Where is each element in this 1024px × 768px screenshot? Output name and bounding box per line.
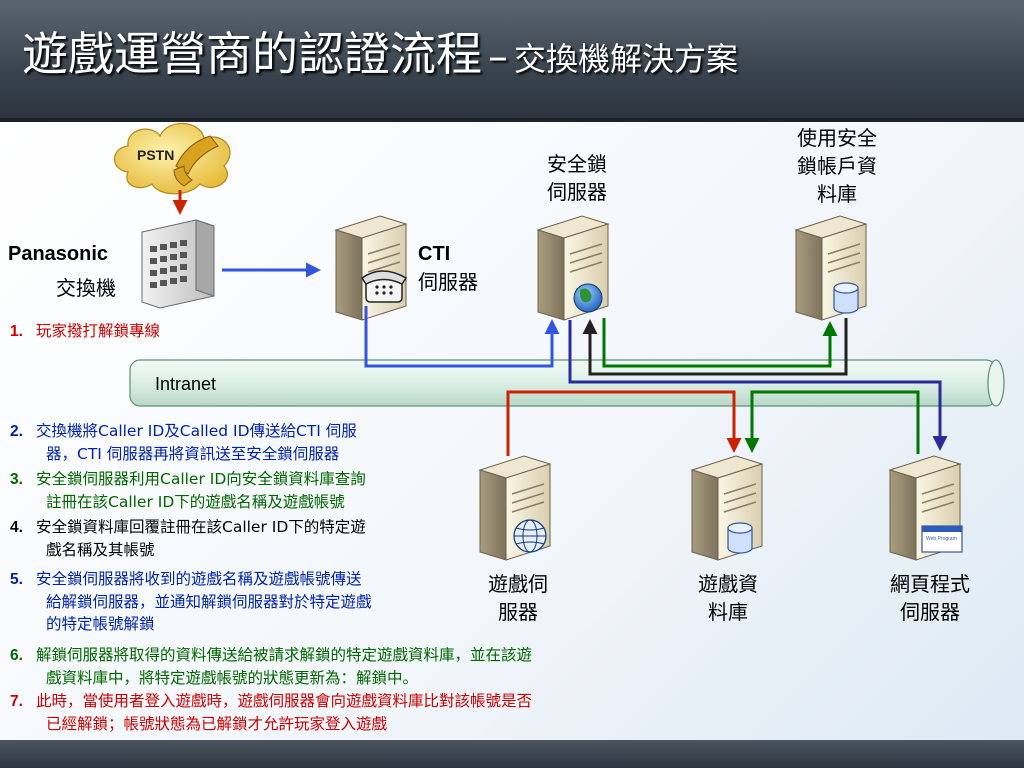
- flow-step: 6. 解鎖伺服器將取得的資料傳送給被請求解鎖的特定遊戲資料庫，並在該遊戲資料庫中，…: [10, 644, 532, 689]
- step-text-line: 解鎖伺服器將取得的資料傳送給被請求解鎖的特定遊戲資料庫，並在該遊: [36, 646, 533, 664]
- slide-title: 遊戲運營商的認證流程–交換機解決方案: [22, 18, 738, 84]
- arrow-lock-server-to-lock-db: [602, 318, 838, 368]
- step-text-line: 玩家撥打解鎖專線: [36, 322, 161, 340]
- step-text-line: 器，CTI 伺服器再將資訊送至安全鎖伺服器: [46, 445, 340, 463]
- step-text-line: 安全鎖伺服器將收到的遊戲名稱及遊戲帳號傳送: [36, 570, 362, 588]
- arrow-game-server-to-game-db: [506, 390, 742, 456]
- flow-step: 4. 安全鎖資料庫回覆註冊在該Caller ID下的特定遊戲名稱及其帳號: [10, 516, 366, 561]
- title-main: 遊戲運營商的認證流程: [22, 27, 482, 81]
- step-number: 7.: [10, 693, 23, 710]
- pbx-switch-icon: [141, 219, 215, 309]
- step-number: 4.: [10, 519, 23, 536]
- game-server-label-2: 服器: [498, 600, 538, 624]
- title-sub: 交換機解決方案: [514, 40, 739, 78]
- flow-step: 2. 交換機將Caller ID及Called ID傳送給CTI 伺服器，CTI …: [10, 420, 357, 465]
- cti-label-sub: 伺服器: [418, 270, 478, 294]
- pbx-label-name: 交換機: [56, 276, 116, 300]
- title-dash: –: [488, 34, 508, 80]
- pstn-label: PSTN: [137, 147, 174, 163]
- arrow-lock-db-to-lock-server: [582, 318, 848, 376]
- slide-footer: [0, 740, 1024, 768]
- web-server-label-2: 伺服器: [900, 600, 960, 624]
- game-db-label-1: 遊戲資: [698, 572, 758, 596]
- arrow-lock-server-to-web-server: [568, 320, 948, 451]
- step-text-line: 戲資料庫中，將特定遊戲帳號的狀態更新為：解鎖中。: [46, 669, 419, 687]
- database-cylinder-icon: [833, 282, 859, 314]
- step-text-line: 安全鎖資料庫回覆註冊在該Caller ID下的特定遊: [36, 518, 366, 536]
- lock-db-label-1: 使用安全: [797, 126, 877, 150]
- step-text-line: 的特定帳號解鎖: [46, 615, 155, 633]
- flow-step: 5. 安全鎖伺服器將收到的遊戲名稱及遊戲帳號傳送給解鎖伺服器，並通知解鎖伺服器對於…: [10, 568, 372, 635]
- step-number: 3.: [10, 471, 23, 488]
- pbx-label-brand: Panasonic: [8, 243, 109, 265]
- web-server-label-1: 網頁程式: [890, 572, 970, 596]
- step-number: 6.: [10, 647, 23, 664]
- flow-step: 1. 玩家撥打解鎖專線: [10, 320, 160, 343]
- step-text-line: 戲名稱及其帳號: [46, 541, 155, 559]
- header-rule: [0, 118, 1024, 122]
- arrow-web-server-to-game-db: [744, 390, 920, 454]
- telephone-icon: [360, 270, 408, 303]
- flow-step: 3. 安全鎖伺服器利用Caller ID向安全鎖資料庫查詢註冊在該Caller I…: [10, 468, 366, 513]
- arrow-cti-to-lock-server: [364, 306, 560, 368]
- step-text-line: 給解鎖伺服器，並通知解鎖伺服器對於特定遊戲: [46, 593, 372, 611]
- intranet-pipe: [129, 359, 1005, 407]
- lock-server-icon: [536, 215, 610, 321]
- step-text-line: 已經解鎖；帳號狀態為已解鎖才允許玩家登入遊戲: [46, 715, 388, 733]
- step-number: 1.: [10, 323, 23, 340]
- game-server-label-1: 遊戲伺: [488, 572, 548, 596]
- pstn-cloud-icon: [113, 122, 231, 195]
- step-text-line: 安全鎖伺服器利用Caller ID向安全鎖資料庫查詢: [36, 470, 366, 488]
- web-program-badge: Web Program: [926, 536, 957, 542]
- intranet-label: Intranet: [155, 374, 217, 394]
- step-number: 2.: [10, 423, 23, 440]
- step-text-line: 此時，當使用者登入遊戲時，遊戲伺服器會向遊戲資料庫比對該帳號是否: [36, 692, 533, 710]
- game-globe-icon: [513, 519, 547, 553]
- cti-server-icon: [334, 215, 408, 321]
- lock-server-label-2: 伺服器: [547, 180, 607, 204]
- flow-step: 7. 此時，當使用者登入遊戲時，遊戲伺服器會向遊戲資料庫比對該帳號是否已經解鎖；帳…: [10, 690, 532, 735]
- game-database-cylinder-icon: [727, 522, 753, 554]
- step-text-line: 註冊在該Caller ID下的遊戲名稱及遊戲帳號: [46, 493, 345, 511]
- game-db-label-2: 料庫: [708, 600, 748, 624]
- globe-icon: [573, 283, 603, 313]
- cti-label-name: CTI: [418, 243, 451, 265]
- lock-db-label-2: 鎖帳戶資: [797, 154, 877, 178]
- lock-db-label-3: 料庫: [817, 182, 857, 206]
- step-text-line: 交換機將Caller ID及Called ID傳送給CTI 伺服: [36, 422, 357, 440]
- web-program-window-icon: Web Program: [921, 525, 963, 553]
- lock-server-label-1: 安全鎖: [547, 152, 607, 176]
- slide-header: [0, 0, 1024, 118]
- step-number: 5.: [10, 571, 23, 588]
